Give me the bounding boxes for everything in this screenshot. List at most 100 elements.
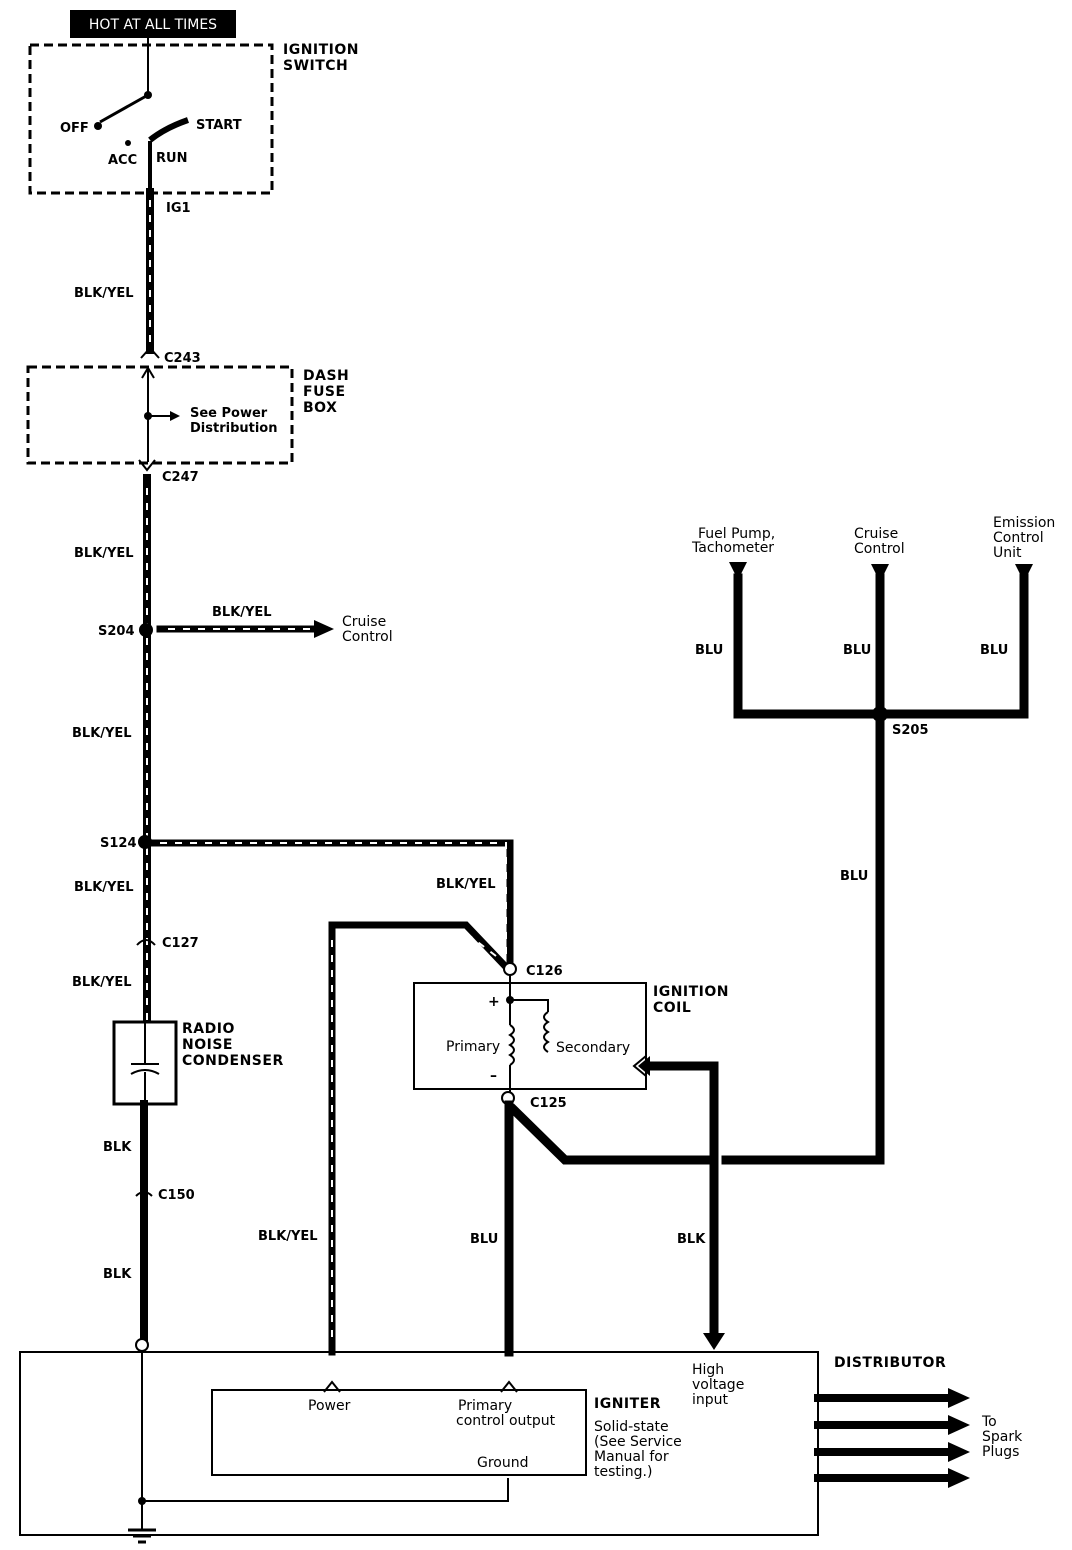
igniter-note-1: Solid-state — [594, 1419, 669, 1435]
connector-c247-mark — [138, 459, 156, 472]
distributor-box — [19, 1351, 819, 1536]
cruise-control-label-1: Cruise — [342, 614, 386, 630]
dash-fuse-box-title-3: BOX — [303, 400, 337, 416]
wire-label-5: BLK/YEL — [436, 877, 496, 892]
ignition-coil-title-1: IGNITION — [653, 984, 729, 1000]
ignition-switch-title-2: SWITCH — [283, 58, 348, 74]
spark-plug-outputs — [814, 1388, 970, 1488]
connector-c150-mark — [135, 1191, 153, 1197]
see-power-arrow — [170, 411, 180, 421]
output-fuel-1: Fuel Pump, — [698, 526, 775, 542]
dash-fuse-box-title-2: FUSE — [303, 384, 346, 400]
igniter-note-4: testing.) — [594, 1464, 652, 1480]
cruise-arrow — [314, 620, 334, 638]
dash-fuse-box — [26, 365, 294, 465]
switch-pos-start: START — [196, 118, 242, 133]
blu-label-1: BLU — [695, 643, 723, 658]
coil-hv-terminal — [632, 1055, 647, 1077]
connector-c125: C125 — [530, 1096, 567, 1111]
high-voltage-lead — [643, 1061, 719, 1341]
wire-label-6: BLK/YEL — [74, 880, 134, 895]
capacitor-plate-bottom — [130, 1069, 160, 1075]
connector-c126-terminal — [503, 962, 517, 976]
tach-signal-wire — [507, 1103, 710, 1165]
igniter-note-2: (See Service — [594, 1434, 682, 1450]
wire-label-7: BLK/YEL — [72, 975, 132, 990]
wire-label-3: BLK/YEL — [212, 605, 272, 620]
output-ecu-3: Unit — [993, 545, 1022, 561]
cruise-control-label-2: Control — [342, 629, 393, 645]
wire-label-10: BLK — [103, 1267, 132, 1282]
hv-lead-arrow — [703, 1333, 725, 1350]
blu-return-wire — [721, 710, 885, 1165]
connector-c127-mark — [136, 939, 156, 946]
cruise-output-arrow — [871, 564, 889, 582]
fuel-pump-arrow — [729, 562, 747, 580]
coil-secondary-label: Secondary — [556, 1040, 630, 1056]
distributor-ground-terminal — [135, 1338, 149, 1352]
switch-pos-acc: ACC — [108, 153, 137, 168]
coil-plus: + — [488, 994, 500, 1010]
splice-s205 — [872, 706, 888, 722]
ecu-output-arrow — [1015, 564, 1033, 582]
igniter-ground-line — [142, 1478, 509, 1502]
output-ecu-1: Emission — [993, 515, 1055, 531]
wire-label-2: BLK/YEL — [74, 546, 134, 561]
switch-pos-run: RUN — [156, 151, 187, 166]
igniter-power-wire — [328, 921, 510, 1356]
spark-plugs-1: To — [981, 1414, 997, 1430]
blu-label-2: BLU — [843, 643, 871, 658]
hot-at-all-times-box — [70, 10, 236, 38]
blu-label-4: BLU — [840, 869, 868, 884]
wire-label-11: BLU — [470, 1232, 498, 1247]
wire-label-12: BLK — [677, 1232, 706, 1247]
connector-c150: C150 — [158, 1188, 195, 1203]
output-ecu-2: Control — [993, 530, 1044, 546]
igniter-title: IGNITER — [594, 1396, 661, 1412]
switch-blade — [99, 93, 149, 124]
connector-c243: C243 — [164, 351, 201, 366]
igniter-ground-label: Ground — [477, 1455, 529, 1471]
ignition-coil-title-2: COIL — [653, 1000, 691, 1016]
igniter-box — [211, 1389, 587, 1476]
igniter-pco-1: Primary — [458, 1398, 512, 1414]
ignition-coil-box — [413, 982, 647, 1090]
igniter-pco-terminal — [500, 1380, 518, 1393]
igniter-note-3: Manual for — [594, 1449, 669, 1465]
main-feed-wire — [143, 188, 154, 1034]
wire-label-8: BLK/YEL — [258, 1229, 318, 1244]
secondary-winding — [543, 1011, 550, 1053]
see-power-note-2: Distribution — [190, 421, 277, 436]
coil-minus: – — [490, 1068, 498, 1084]
switch-pos-off: OFF — [60, 121, 89, 136]
hv-input-2: voltage — [692, 1377, 744, 1393]
wire-label-9: BLK — [103, 1140, 132, 1155]
condenser-title-1: RADIO — [182, 1021, 235, 1037]
coil-primary-label: Primary — [446, 1039, 500, 1055]
ignition-switch-title-1: IGNITION — [283, 42, 359, 58]
igniter-power-label: Power — [308, 1398, 351, 1414]
blu-label-3: BLU — [980, 643, 1008, 658]
hv-input-1: High — [692, 1362, 724, 1378]
coil-feed-wire — [148, 839, 514, 966]
splice-s204 — [139, 623, 153, 637]
splice-s204-label: S204 — [98, 624, 135, 639]
acc-contact — [125, 140, 131, 146]
output-cruise-2: Control — [854, 541, 905, 557]
switch-terminal-ig1: IG1 — [166, 201, 191, 216]
wire-label-4: BLK/YEL — [72, 726, 132, 741]
igniter-power-terminal — [323, 1380, 341, 1393]
spark-plugs-3: Plugs — [982, 1444, 1019, 1460]
hv-input-3: input — [692, 1392, 729, 1408]
condenser-title-2: NOISE — [182, 1037, 233, 1053]
primary-winding — [508, 1024, 515, 1066]
wire-label-1: BLK/YEL — [74, 286, 134, 301]
spark-plugs-2: Spark — [982, 1429, 1023, 1445]
condenser-title-3: CONDENSER — [182, 1053, 284, 1069]
distributor-title: DISTRIBUTOR — [834, 1355, 946, 1371]
splice-s205-label: S205 — [892, 723, 929, 738]
run-start-contact — [148, 117, 189, 143]
see-power-note-1: See Power — [190, 406, 268, 421]
output-fuel-2: Tachometer — [691, 540, 774, 556]
